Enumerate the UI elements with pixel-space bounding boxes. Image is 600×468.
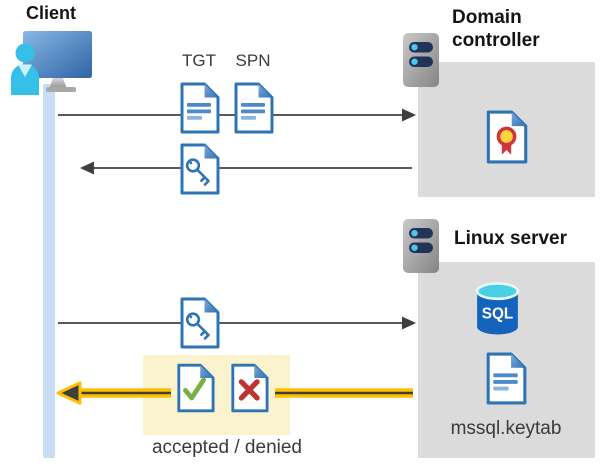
spn-document-icon bbox=[234, 82, 274, 134]
result-documents bbox=[171, 360, 275, 417]
keytab-label: mssql.keytab bbox=[450, 418, 562, 439]
user-icon bbox=[11, 43, 39, 95]
client-workstation-icon bbox=[11, 31, 92, 95]
tgt-label: TGT bbox=[182, 51, 216, 70]
denied-document-icon bbox=[231, 363, 269, 413]
key-icon bbox=[185, 312, 210, 340]
keytab-document-icon bbox=[486, 352, 527, 405]
tgt-document-icon bbox=[180, 82, 220, 134]
arrow-dc-to-client bbox=[80, 161, 412, 175]
linux-server-icon bbox=[403, 219, 439, 273]
domain-controller-server-icon bbox=[403, 33, 439, 87]
arrow-client-to-linux bbox=[58, 316, 416, 330]
domain-controller-label: Domain controller bbox=[452, 7, 540, 51]
spn-label: SPN bbox=[235, 51, 271, 70]
client-lifeline bbox=[43, 84, 55, 458]
ticket-key-document-icon-2 bbox=[180, 297, 220, 349]
linux-server-label: Linux server bbox=[454, 228, 567, 249]
key-icon bbox=[185, 158, 210, 186]
sql-label: SQL bbox=[482, 306, 513, 323]
monitor-icon bbox=[23, 31, 92, 92]
sql-database-icon: SQL bbox=[475, 282, 520, 335]
certificate-document-icon bbox=[486, 110, 528, 164]
ticket-key-document-icon-1 bbox=[180, 143, 220, 195]
result-label: accepted / denied bbox=[151, 437, 302, 458]
client-label: Client bbox=[26, 3, 77, 23]
accepted-document-icon bbox=[177, 363, 215, 413]
